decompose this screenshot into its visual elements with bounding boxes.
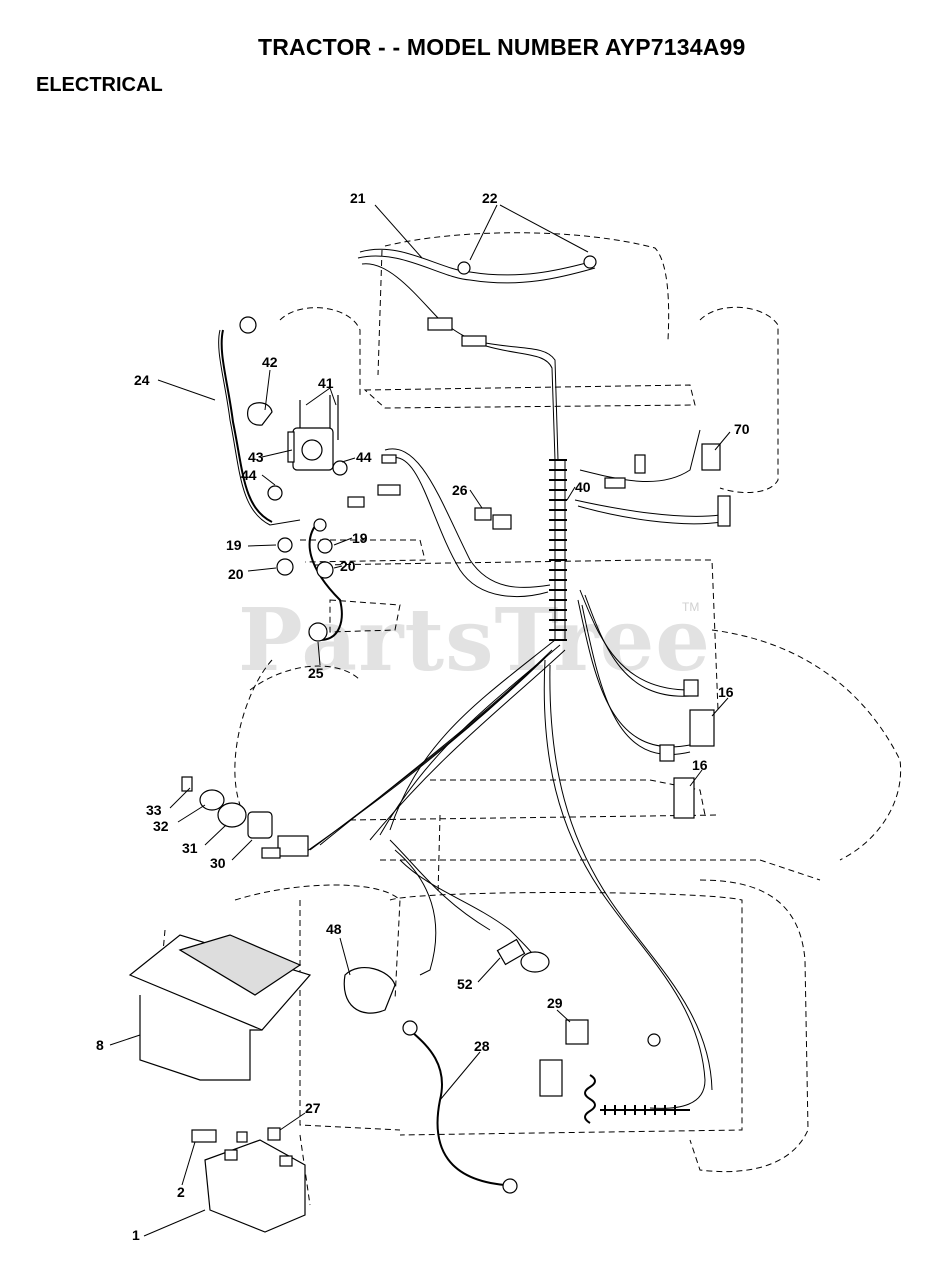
callout-20: 20 [228,566,244,582]
bolt-2 [191,1129,217,1143]
callout-1: 1 [132,1227,140,1243]
connector-16b [673,777,695,819]
callout-16: 16 [718,684,734,700]
connector-70 [701,443,721,471]
ring-terminal-25 [308,622,328,642]
callout-8: 8 [96,1037,104,1053]
connector-21 [427,317,453,331]
watermark-tm: TM [682,600,700,614]
callout-2: 2 [177,1184,185,1200]
components [128,255,731,1233]
callout-40: 40 [575,479,591,495]
callout-19: 19 [226,537,242,553]
battery-tray-8 [128,934,312,1031]
section-heading: ELECTRICAL [36,74,163,96]
battery-1 [204,1139,306,1233]
callout-27: 27 [305,1100,321,1116]
callout-28: 28 [474,1038,490,1054]
relay-52 [496,938,526,966]
callout-19: 19 [352,530,368,546]
callout-25: 25 [308,665,324,681]
seat-switch-48 [343,966,396,1014]
ring-terminal-24 [239,316,257,334]
page-title: TRACTOR - - MODEL NUMBER AYP7134A99 [258,34,746,60]
callout-20: 20 [340,558,356,574]
coil-sheath [549,459,690,1124]
callout-24: 24 [134,372,150,388]
callout-70: 70 [734,421,750,437]
ignition-switch-30 [247,811,273,839]
connector-26 [474,507,492,521]
callout-22: 22 [482,190,498,206]
switch-29 [565,1019,589,1045]
tractor-outline [159,232,902,1206]
callout-44: 44 [241,467,257,483]
wire-harness [218,248,723,1186]
callout-29: 29 [547,995,563,1011]
callout-42: 42 [262,354,278,370]
callout-48: 48 [326,921,342,937]
callout-43: 43 [248,449,264,465]
boot-42 [247,402,273,426]
callout-30: 30 [210,855,226,871]
callout-41: 41 [318,375,334,391]
callout-52: 52 [457,976,473,992]
callout-44: 44 [356,449,372,465]
ring-terminal-28 [402,1020,418,1036]
nut-27 [267,1127,281,1141]
leader-lines [109,204,731,1237]
callout-33: 33 [146,802,162,818]
callout-16: 16 [692,757,708,773]
callout-31: 31 [182,840,198,856]
callout-32: 32 [153,818,169,834]
connector-16a [689,709,715,747]
callout-21: 21 [350,190,366,206]
callout-26: 26 [452,482,468,498]
